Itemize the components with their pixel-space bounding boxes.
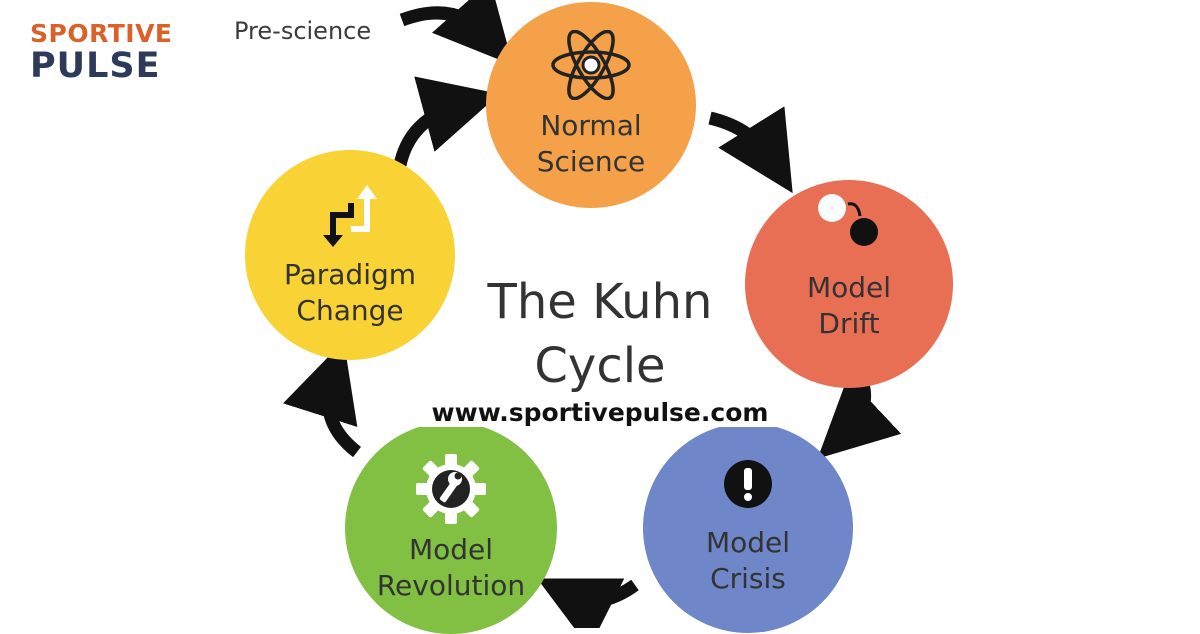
paradigm-change-label: Paradigm Change bbox=[283, 258, 417, 327]
model-crisis-label: Model Crisis bbox=[705, 526, 791, 595]
atom-icon bbox=[551, 30, 631, 100]
zigzag-arrows-icon bbox=[323, 185, 377, 247]
stage-model-drift: Model Drift bbox=[745, 180, 953, 388]
stage-model-revolution: Model Revolution bbox=[345, 422, 557, 634]
gear-wrench-icon bbox=[416, 454, 486, 524]
logo: SPORTIVE PULSE bbox=[30, 19, 173, 90]
arrow-paradigm-change-to-normal-science bbox=[393, 76, 500, 167]
stage-paradigm-change: Paradigm Change bbox=[245, 150, 455, 360]
pre-science-label: Pre-science bbox=[234, 17, 372, 45]
arrow-model-crisis-to-model-revolution bbox=[537, 578, 639, 628]
logo-text-top: SPORTIVE bbox=[30, 19, 173, 48]
model-drift-label: Model Drift bbox=[806, 271, 892, 340]
arrow-model-revolution-to-paradigm-change bbox=[283, 340, 362, 458]
arrow-normal-science-to-model-drift bbox=[708, 106, 793, 194]
arrow-prescience-to-normal-science bbox=[399, 0, 513, 66]
stage-model-crisis: Model Crisis bbox=[643, 423, 853, 633]
drifting-circles-icon bbox=[818, 194, 878, 246]
model-revolution-label: Model Revolution bbox=[376, 533, 526, 602]
stage-normal-science: Normal Science bbox=[486, 2, 696, 208]
exclamation-icon bbox=[724, 460, 772, 508]
diagram-title: The Kuhn Cycle bbox=[487, 274, 713, 394]
normal-science-label: Normal Science bbox=[536, 109, 646, 178]
website-url: www.sportivepulse.com bbox=[400, 398, 800, 427]
logo-text-bottom: PULSE bbox=[30, 46, 161, 86]
